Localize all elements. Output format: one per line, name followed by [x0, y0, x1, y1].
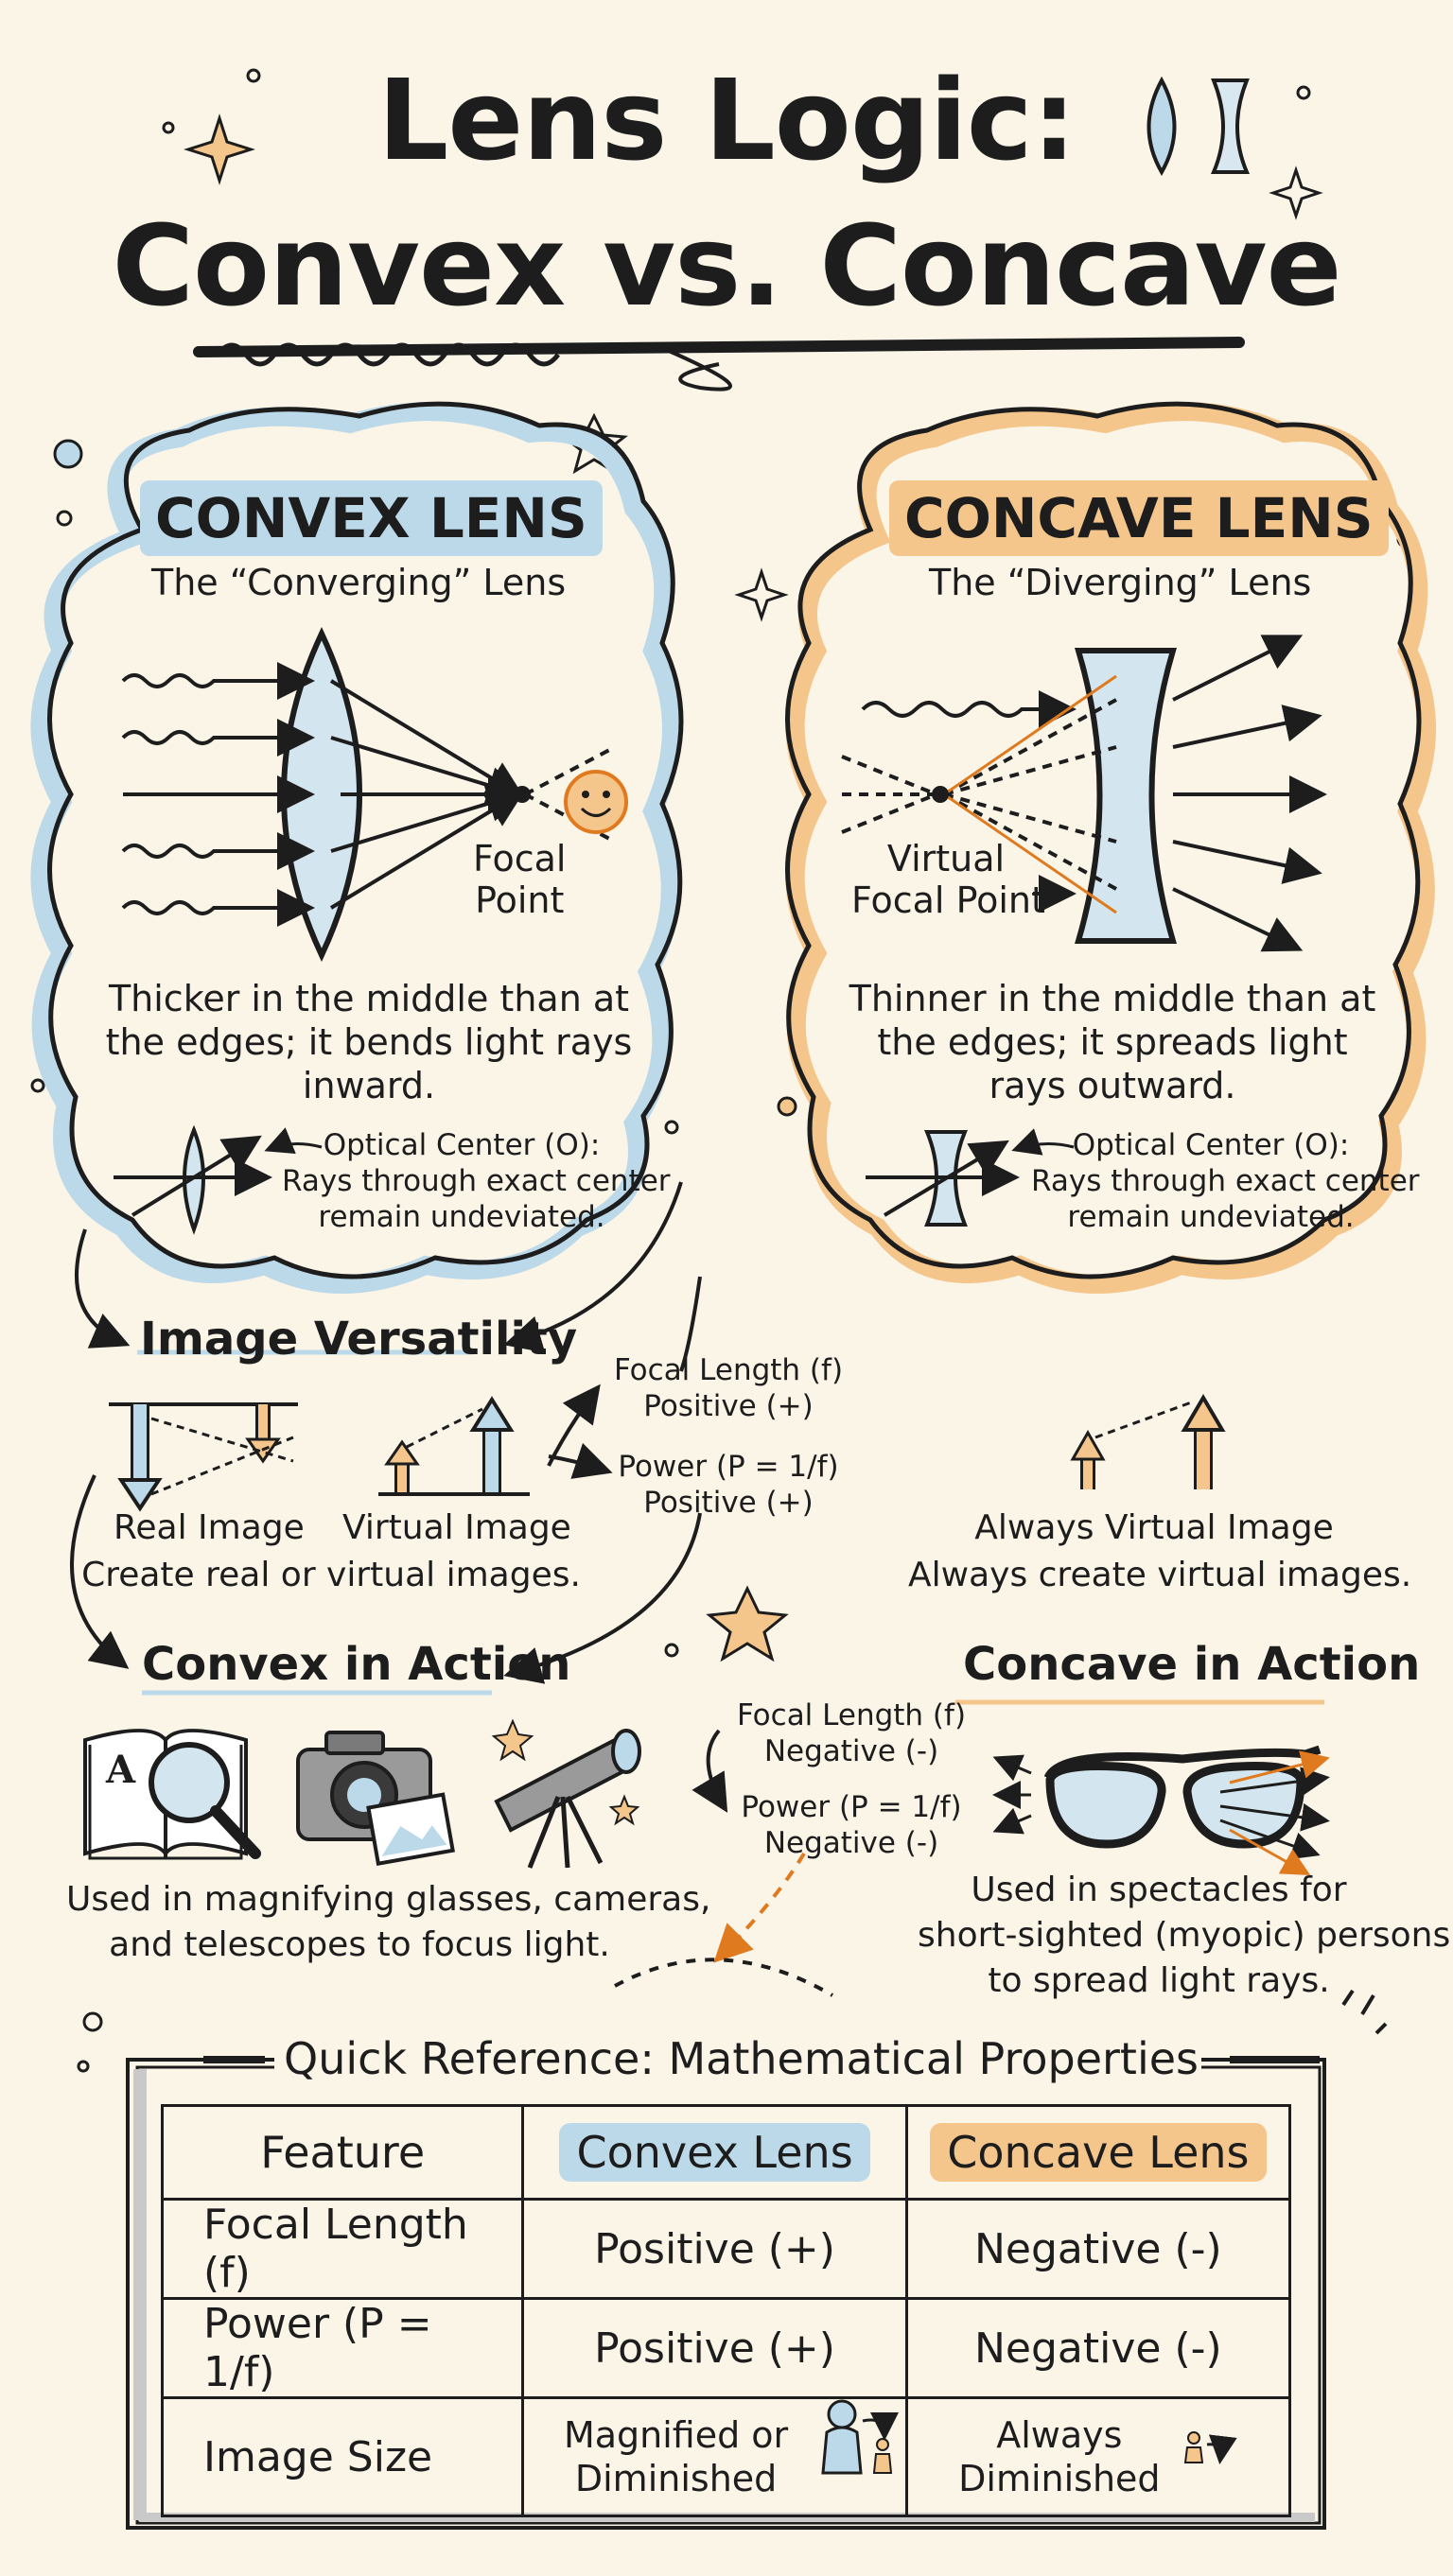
properties-table: Feature Convex Lens Concave Lens Focal L… [160, 2104, 1292, 2517]
concave-optical-center: Optical Center (O): Rays through exact c… [1031, 1127, 1420, 1235]
quick-reference-title: Quick Reference: Mathematical Properties [274, 2033, 1201, 2084]
convex-action-caption-line2: and telescopes to focus light. [109, 1925, 610, 1964]
cell-concave-line1: Always [996, 2414, 1123, 2456]
real-image-diagram [109, 1402, 298, 1512]
cell-feature: Power (P = 1/f) [160, 2297, 525, 2399]
convex-desc-line2: the edges; it bends light rays [105, 1021, 633, 1063]
magnifier-book-icon [83, 1729, 261, 1860]
convex-optical-line3: remain undeviated. [318, 1200, 605, 1234]
cell-feature: Image Size [160, 2396, 525, 2517]
convex-focal-length: Focal Length (f) Positive (+) [605, 1352, 851, 1424]
convex-focal-label-line1: Focal [473, 838, 567, 879]
convex-desc-line3: inward. [302, 1065, 436, 1106]
concave-focal-label-line2: Focal Point [851, 879, 1045, 921]
concave-virtual-image-label: Always Virtual Image [974, 1508, 1334, 1547]
concave-optical-line1: Optical Center (O): [1072, 1128, 1350, 1162]
concave-action-heading: Concave in Action [963, 1638, 1421, 1691]
cell-convex: Magnified or Diminished [521, 2396, 908, 2517]
cell-convex: Positive (+) [521, 2198, 908, 2300]
concave-action-caption-line1: Used in spectacles for [971, 1871, 1347, 1909]
cell-concave: Negative (-) [904, 2198, 1292, 2300]
quick-reference-table: Feature Convex Lens Concave Lens Focal L… [160, 2104, 1292, 2517]
table-row: Power (P = 1/f) Positive (+) Negative (-… [160, 2297, 1292, 2399]
table-row: Image Size Magnified or Diminished Alway… [160, 2396, 1292, 2517]
header-convex-label: Convex Lens [559, 2123, 870, 2182]
convex-focal-length-line2: Positive (+) [643, 1389, 814, 1423]
convex-power-line1: Power (P = 1/f) [618, 1450, 839, 1484]
convex-image-caption: Create real or virtual images. [81, 1556, 581, 1594]
concave-action-caption-line2: short-sighted (myopic) persons [918, 1916, 1451, 1955]
image-versatility-heading: Image Versatility [140, 1313, 578, 1366]
cell-convex-line1: Magnified or [563, 2414, 789, 2456]
convex-ray-diagram [114, 626, 628, 1235]
concave-power-line2: Negative (-) [763, 1826, 939, 1860]
concave-desc-line3: rays outward. [989, 1065, 1236, 1106]
convex-focal-label: Focal Point [473, 838, 567, 921]
convex-action-heading: Convex in Action [142, 1638, 571, 1691]
cell-convex: Positive (+) [521, 2297, 908, 2399]
table-header-row: Feature Convex Lens Concave Lens [160, 2104, 1292, 2201]
header-convex: Convex Lens [521, 2104, 908, 2201]
concave-focal-label-line1: Virtual [886, 838, 1006, 879]
concave-subtitle: The “Diverging” Lens [929, 562, 1312, 603]
real-image-label: Real Image [114, 1508, 305, 1547]
concave-focal-length-line1: Focal Length (f) [736, 1698, 967, 1732]
concave-ray-diagram [841, 635, 1327, 1227]
convex-heading: CONVEX LENS [140, 480, 603, 556]
cell-concave: Negative (-) [904, 2297, 1292, 2399]
camera-icon [296, 1731, 455, 1867]
convex-optical-center: Optical Center (O): Rays through exact c… [282, 1127, 671, 1235]
concave-focal-length: Focal Length (f) Negative (-) [728, 1697, 974, 1769]
convex-power: Power (P = 1/f) Positive (+) [605, 1449, 851, 1521]
concave-action-caption-line3: to spread light rays. [988, 1961, 1330, 2000]
convex-power-line2: Positive (+) [643, 1486, 814, 1520]
concave-optical-line2: Rays through exact center [1031, 1164, 1420, 1198]
flow-arrows [70, 1181, 1388, 2035]
convex-focal-length-line1: Focal Length (f) [613, 1353, 844, 1387]
cell-concave: Always Diminished [904, 2396, 1292, 2517]
convex-action-caption: Used in magnifying glasses, cameras, and… [66, 1877, 711, 1968]
spectacles-icon [992, 1745, 1330, 1875]
concave-focal-length-line2: Negative (-) [763, 1734, 939, 1768]
concave-action-caption: Used in spectacles for short-sighted (my… [918, 1868, 1451, 2004]
concave-heading: CONCAVE LENS [889, 480, 1389, 556]
book-letter: A [106, 1748, 136, 1792]
convex-optical-line2: Rays through exact center [282, 1164, 671, 1198]
concave-optical-line3: remain undeviated. [1067, 1200, 1355, 1234]
concave-virtual-image-diagram [1070, 1394, 1226, 1489]
convex-focal-label-line2: Point [475, 879, 565, 921]
decorative-stars [30, 68, 1415, 2073]
title-underline [193, 337, 1245, 392]
cell-convex-line2: Diminished [574, 2458, 778, 2499]
concave-focal-label: Virtual Focal Point [851, 838, 1045, 921]
convex-action-caption-line1: Used in magnifying glasses, cameras, [66, 1880, 711, 1919]
header-feature-label: Feature [260, 2127, 426, 2178]
concave-desc-line1: Thinner in the middle than at [849, 978, 1376, 1019]
concave-image-caption: Always create virtual images. [908, 1556, 1412, 1594]
virtual-image-label: Virtual Image [342, 1508, 571, 1547]
concave-description: Thinner in the middle than at the edges;… [848, 977, 1377, 1107]
convex-subtitle: The “Converging” Lens [151, 562, 567, 603]
concave-cloud [785, 401, 1436, 1294]
title-line-2: Convex vs. Concave [112, 200, 1341, 331]
lens-icons-top [1147, 76, 1251, 177]
header-concave-label: Concave Lens [930, 2123, 1267, 2182]
header-feature: Feature [160, 2104, 525, 2201]
virtual-image-diagram [378, 1396, 530, 1496]
convex-desc-line1: Thicker in the middle than at [108, 978, 630, 1019]
cell-concave-line2: Diminished [958, 2458, 1161, 2499]
convex-cloud [30, 401, 684, 1294]
smiley-icon [564, 770, 628, 834]
convex-optical-line1: Optical Center (O): [323, 1128, 601, 1162]
concave-power: Power (P = 1/f) Negative (-) [728, 1789, 974, 1861]
table-row: Focal Length (f) Positive (+) Negative (… [160, 2198, 1292, 2300]
telescope-icon [491, 1718, 641, 1869]
header-concave: Concave Lens [904, 2104, 1292, 2201]
cell-feature: Focal Length (f) [160, 2198, 525, 2300]
convex-description: Thicker in the middle than at the edges;… [104, 977, 634, 1107]
title-line-1: Lens Logic: [377, 55, 1077, 185]
concave-desc-line2: the edges; it spreads light [877, 1021, 1348, 1063]
concave-power-line1: Power (P = 1/f) [741, 1790, 962, 1824]
